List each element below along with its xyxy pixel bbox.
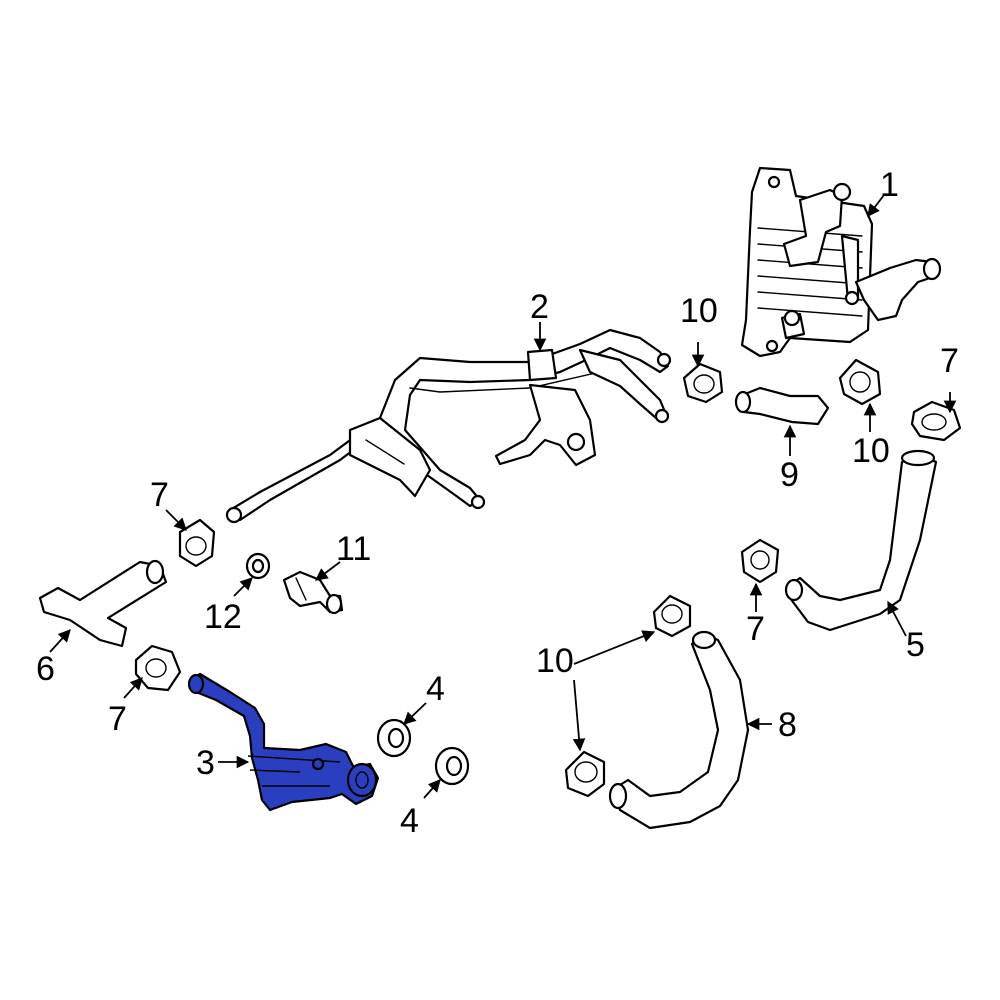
oil-tube-assembly[interactable] [225, 328, 672, 524]
washer-lower[interactable] [434, 746, 470, 786]
hose-9[interactable] [734, 386, 830, 426]
callout-7-upper-left: 7 [150, 476, 169, 514]
leader-arrows [49, 194, 957, 799]
callout-10-right: 10 [852, 432, 890, 470]
callout-12: 12 [204, 598, 242, 636]
washer-upper[interactable] [376, 718, 412, 758]
clamp-10-mid[interactable] [652, 594, 692, 638]
callout-10-upper: 10 [680, 292, 718, 330]
clamp-10-upper[interactable] [682, 362, 724, 404]
callout-6: 6 [36, 650, 55, 688]
callout-1: 1 [880, 166, 899, 204]
callout-7-upper-right: 7 [940, 342, 959, 380]
callout-9: 9 [780, 456, 799, 494]
clamp-7-lower-left[interactable] [134, 644, 182, 692]
callout-4-upper: 4 [426, 670, 445, 708]
callout-labels: 1 2 3 4 4 5 6 7 7 7 7 8 9 10 10 10 11 12 [36, 166, 959, 840]
callout-2: 2 [530, 288, 549, 326]
valve-11[interactable] [282, 570, 344, 615]
clamp-7-upper-left[interactable] [178, 518, 216, 568]
cooler-tube-highlighted[interactable] [187, 672, 380, 812]
callout-8: 8 [778, 706, 797, 744]
clamp-7-upper-right[interactable] [910, 400, 962, 442]
clamp-7-mid-right[interactable] [740, 538, 780, 584]
callout-7-mid-right: 7 [746, 610, 765, 648]
callout-4-lower: 4 [400, 802, 419, 840]
hose-5[interactable] [784, 449, 938, 632]
callout-7-lower-left: 7 [108, 700, 127, 738]
o-ring-12[interactable] [245, 552, 271, 580]
callout-5: 5 [906, 626, 925, 664]
hose-8[interactable] [608, 630, 750, 830]
callout-3: 3 [196, 744, 215, 782]
oil-cooler[interactable] [740, 166, 942, 358]
hose-6[interactable] [38, 559, 168, 648]
clamp-10-lower[interactable] [564, 750, 606, 798]
clamp-10-right[interactable] [838, 358, 882, 406]
callout-10-mid: 10 [536, 642, 574, 680]
callout-11: 11 [336, 530, 371, 568]
